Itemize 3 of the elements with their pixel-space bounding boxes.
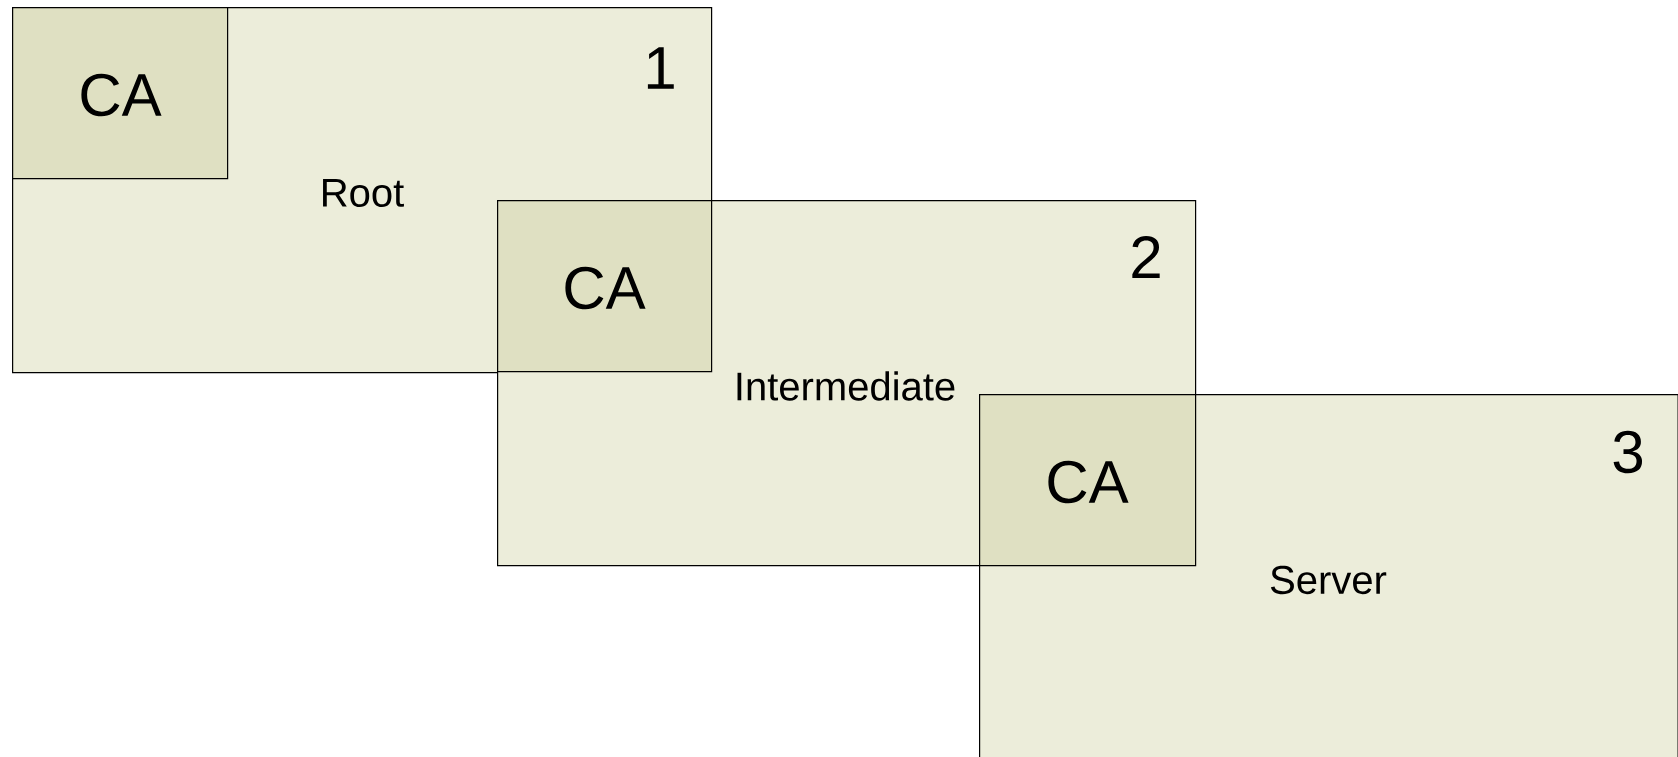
ca-box: CA	[979, 394, 1197, 567]
ca-box: CA	[497, 200, 713, 373]
ca-box: CA	[12, 7, 229, 180]
